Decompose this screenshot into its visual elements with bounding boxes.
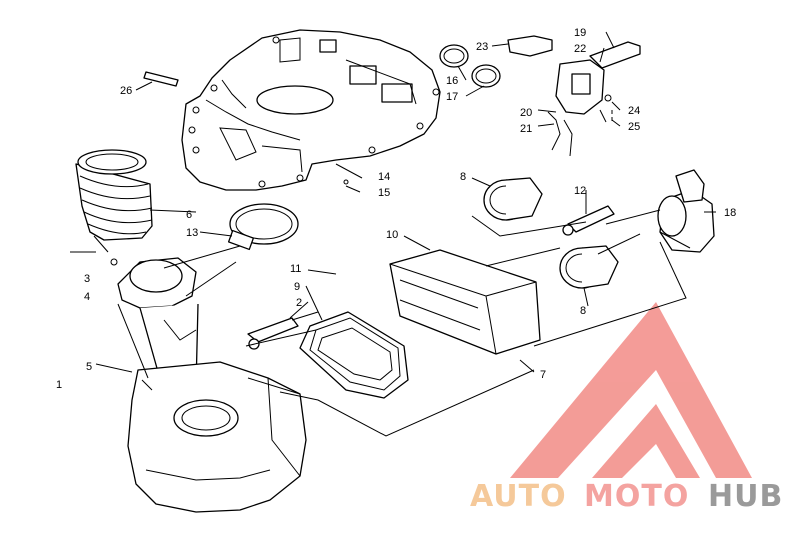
part-lower-airbox (127, 361, 307, 513)
wordmark-hub: HUB (708, 479, 783, 514)
callout-1: 1 (56, 379, 62, 391)
part-bellows (75, 149, 153, 241)
automotohub-logo-mark (510, 302, 752, 478)
callout-6: 6 (186, 209, 192, 221)
callout-12: 12 (574, 185, 586, 197)
callout-24: 24 (628, 105, 640, 117)
part-hose-clamp (227, 203, 299, 251)
part-coupler-upper (483, 177, 543, 221)
wordmark-moto-text: MOTO (584, 479, 689, 514)
callout-17: 17 (446, 91, 458, 103)
callout-16: 16 (446, 75, 458, 87)
part-valve-assembly (507, 35, 641, 157)
callout-3: 3 (84, 273, 90, 285)
callout-20: 20 (520, 107, 532, 119)
part-small-bracket (247, 317, 299, 350)
part-upper-cover (181, 29, 441, 191)
callout-21: 21 (520, 123, 532, 135)
callout-9: 9 (294, 281, 300, 293)
callout-5: 5 (86, 361, 92, 373)
callout-23: 23 (476, 41, 488, 53)
automotohub-wordmark: AUTO MOTO HUB (470, 479, 783, 514)
callout-7: 7 (540, 369, 546, 381)
part-filter-frame (299, 311, 409, 399)
callout-2: 2 (296, 297, 302, 309)
assembly-outline (93, 209, 687, 437)
part-filter-box (389, 249, 541, 355)
callout-25: 25 (628, 121, 640, 133)
wordmark-hub-text: HUB (708, 479, 783, 514)
callout-4: 4 (84, 291, 90, 303)
callout-15: 15 (378, 187, 390, 199)
part-small-strip (143, 71, 179, 87)
wordmark-moto: MOTO (584, 479, 689, 514)
callout-leaders (70, 31, 716, 373)
part-coupler-lower (559, 245, 619, 289)
callout-26: 26 (120, 85, 132, 97)
callout-8-lower: 8 (580, 305, 586, 317)
callout-13: 13 (186, 227, 198, 239)
callout-18: 18 (724, 207, 736, 219)
wordmark-auto: AUTO (470, 479, 567, 514)
logo-inner-triangle (592, 404, 700, 478)
callout-19: 19 (574, 27, 586, 39)
callout-14: 14 (378, 171, 390, 183)
callout-10: 10 (386, 229, 398, 241)
callout-8-upper: 8 (460, 171, 466, 183)
callout-11: 11 (290, 263, 301, 275)
callout-22: 22 (574, 43, 586, 55)
part-clip (562, 205, 615, 236)
logo-outer-triangle (510, 302, 752, 478)
part-clamp-rings (439, 44, 501, 88)
callout-labels: 1 2 3 4 5 6 7 8 8 9 10 11 12 13 14 15 16… (56, 27, 736, 391)
wordmark-auto-text: AUTO (470, 479, 567, 514)
part-throttle-body (657, 169, 715, 253)
